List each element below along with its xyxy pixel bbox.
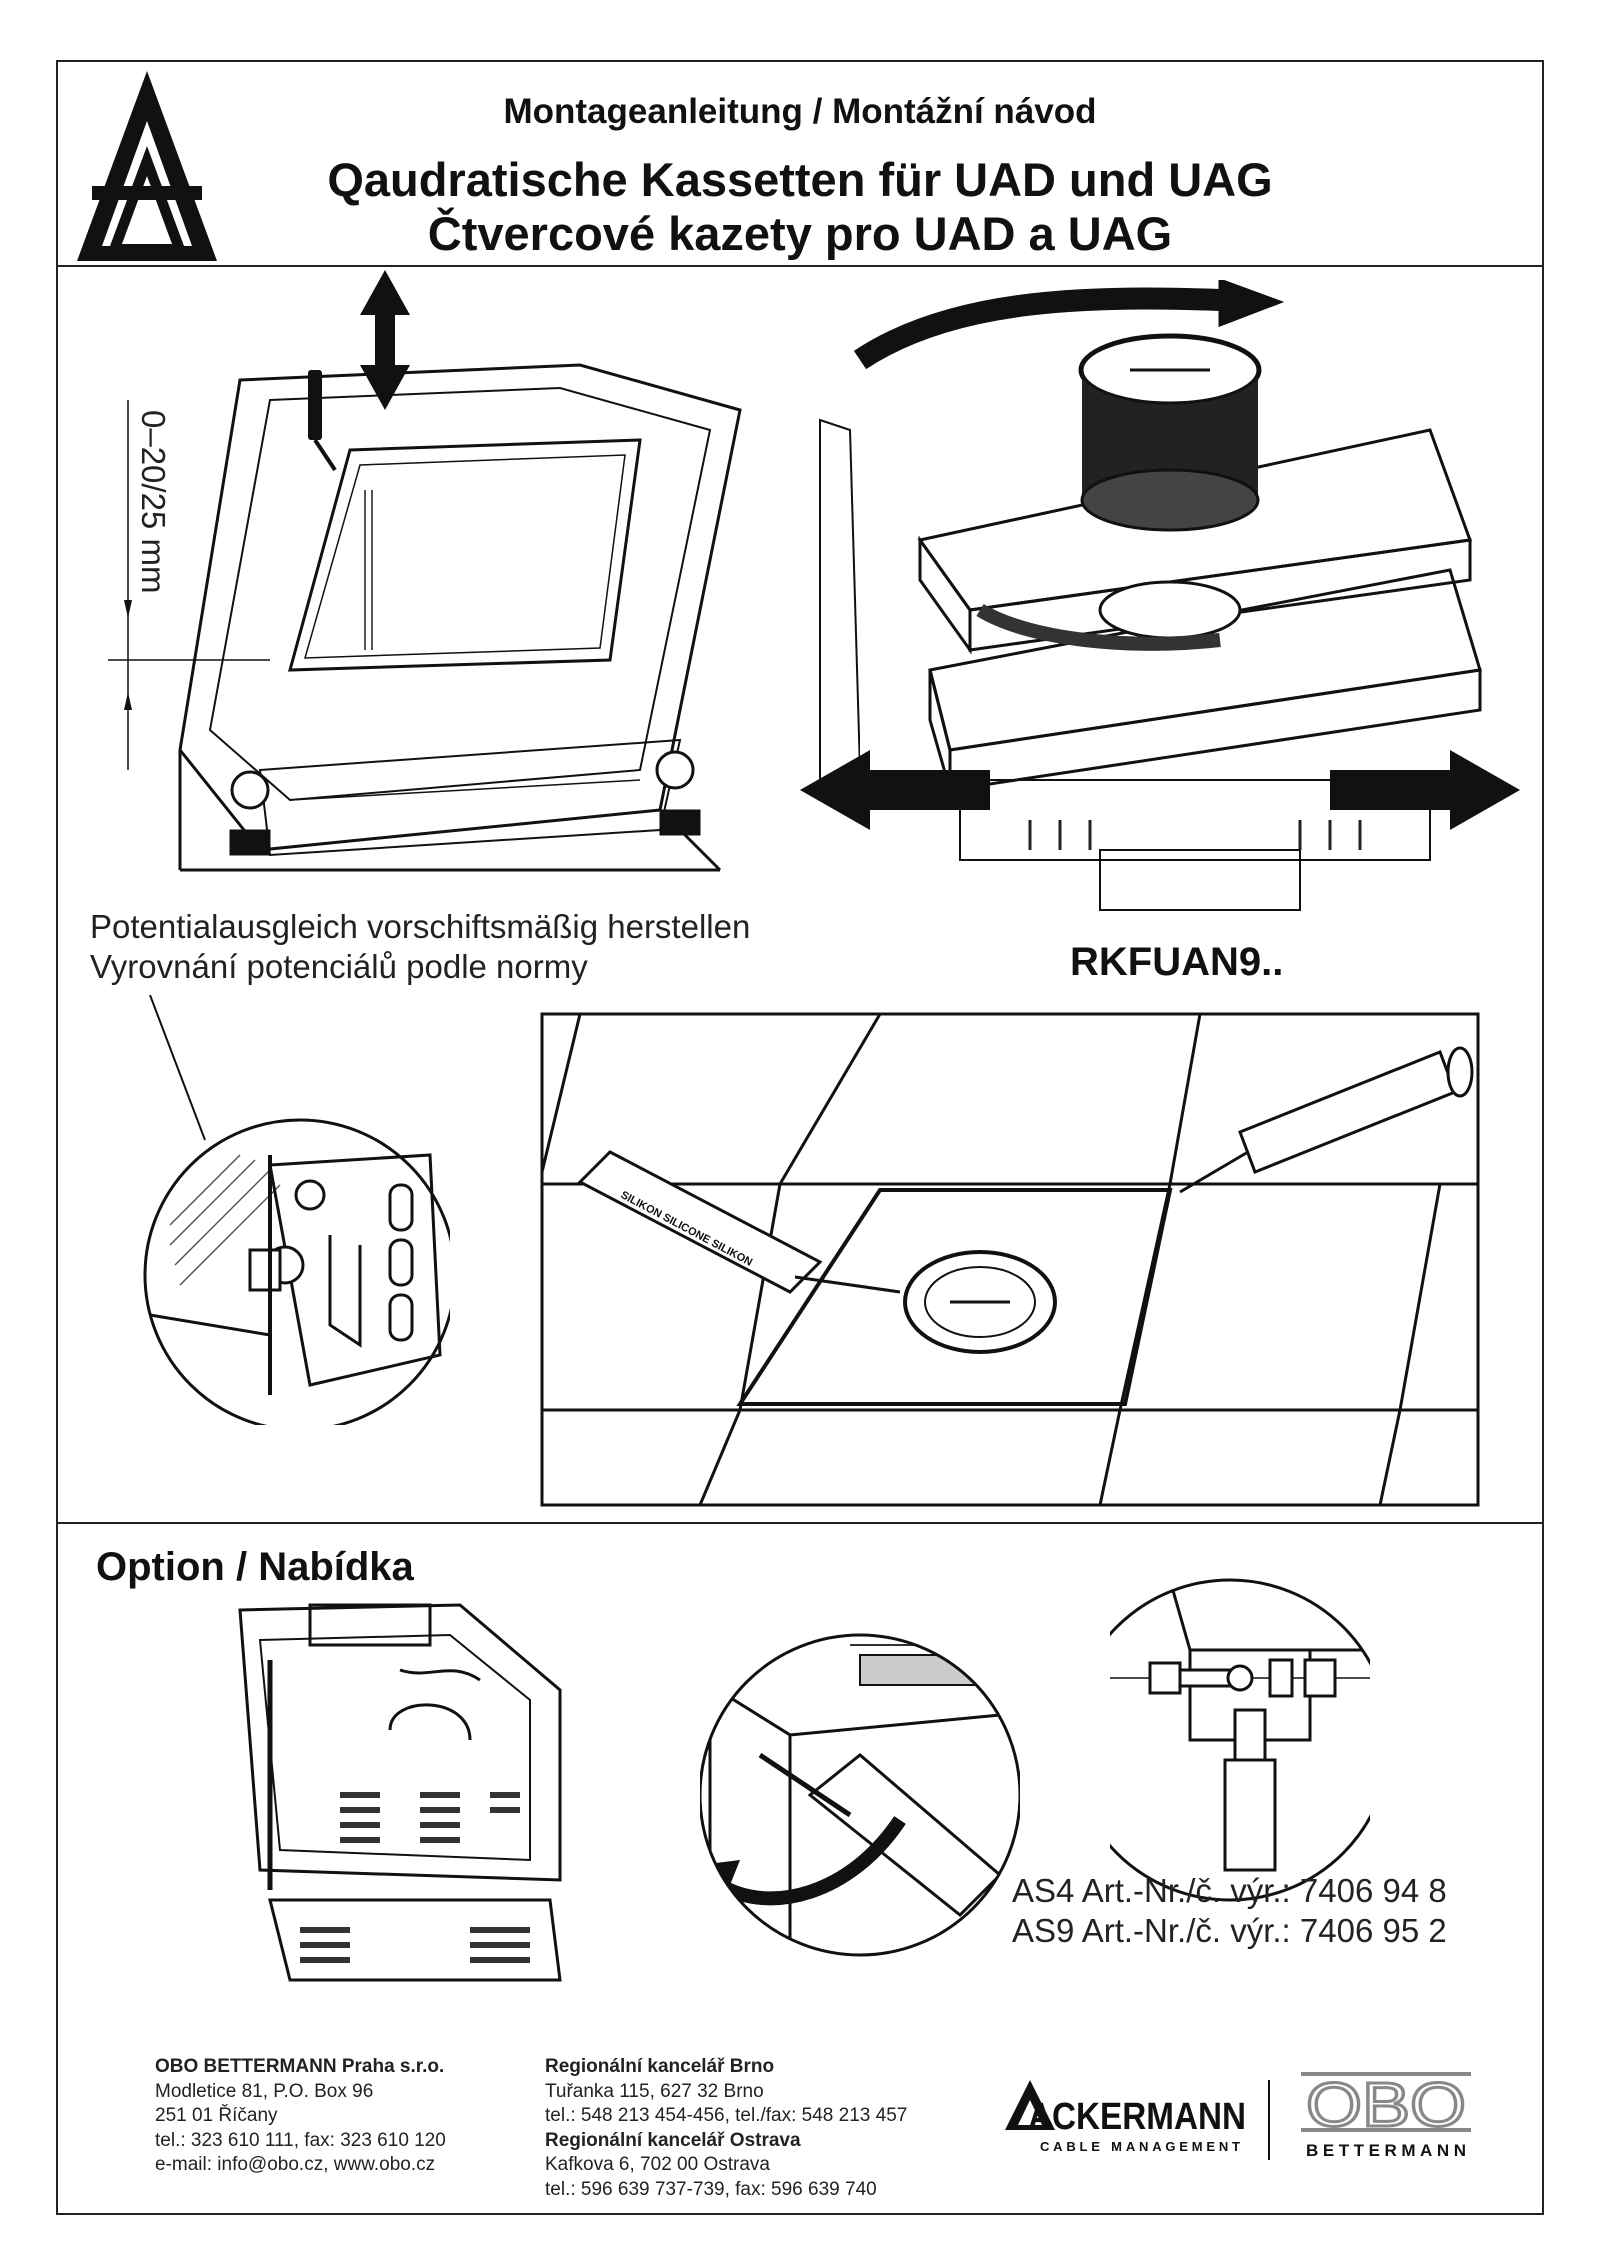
dimension-label: 0–20/25 mm xyxy=(135,410,172,593)
ostrava-address: Kafkova 6, 702 00 Ostrava xyxy=(545,2154,770,2175)
model-label: RKFUAN9.. xyxy=(1070,940,1284,984)
option-divider xyxy=(56,1522,1544,1524)
grounding-detail-illustration xyxy=(143,995,450,1425)
header-divider xyxy=(56,265,1544,267)
company-name: OBO BETTERMANN Praha s.r.o. xyxy=(155,2056,445,2077)
bolt-detail-illustration xyxy=(1110,1578,1370,1902)
obo-wordmark: OBO xyxy=(1306,2071,1466,2140)
title-czech: Čtvercové kazety pro UAD a UAG xyxy=(427,207,1173,260)
footer-regional-offices: Regionální kancelář Brno Tuřanka 115, 62… xyxy=(545,2055,907,2202)
ackermann-wordmark: ACKERMANN xyxy=(1028,2096,1246,2138)
ackermann-logo: ACKERMANN CABLE MANAGEMENT xyxy=(1005,2080,1246,2154)
company-email: e-mail: info@obo.cz, www.obo.cz xyxy=(155,2154,436,2175)
cassette-option-illustration xyxy=(238,1603,562,1982)
potential-text-czech: Vyrovnání potenciálů podle normy xyxy=(90,948,588,985)
ostrava-phone: tel.: 596 639 737-739, fax: 596 639 740 xyxy=(545,2178,877,2200)
brno-phone: tel.: 548 213 454-456, tel./fax: 548 213… xyxy=(545,2105,908,2126)
triangle-logo-icon xyxy=(77,71,217,261)
ostrava-office-name: Regionální kancelář Ostrava xyxy=(545,2129,801,2151)
screwdriver-detail-illustration xyxy=(700,1633,1020,1957)
obo-bettermann-logo: OBO BETTERMANN xyxy=(1301,2070,1471,2160)
bettermann-wordmark: BETTERMANN xyxy=(1306,2141,1466,2160)
footer-company: OBO BETTERMANN Praha s.r.o. Modletice 81… xyxy=(155,2055,446,2178)
logo-divider xyxy=(1268,2080,1270,2160)
title-german: Qaudratische Kassetten für UAD und UAG xyxy=(327,153,1273,206)
company-city: 251 01 Říčany xyxy=(155,2105,278,2126)
potential-text-german: Potentialausgleich vorschiftsmäßig herst… xyxy=(90,908,751,945)
company-phone: tel.: 323 610 111, fax: 323 610 120 xyxy=(155,2129,446,2151)
company-address: Modletice 81, P.O. Box 96 xyxy=(155,2080,374,2102)
as4-article-number: AS4 Art.-Nr./č. výr.: 7406 94 8 xyxy=(1012,1872,1447,1909)
page-frame xyxy=(56,60,1544,2215)
rkfuan9-exploded-illustration xyxy=(800,280,1520,911)
brno-address: Tuřanka 115, 627 32 Brno xyxy=(545,2080,764,2102)
document-subtitle: Montageanleitung / Montážní návod xyxy=(503,92,1097,131)
cassette-mounting-illustration: 0–20/25 mm xyxy=(108,270,860,872)
ackermann-tagline: CABLE MANAGEMENT xyxy=(1040,2139,1240,2154)
as9-article-number: AS9 Art.-Nr./č. výr.: 7406 95 2 xyxy=(1012,1912,1447,1949)
ceiling-silicone-illustration: SILIKON SILICONE SILIKON xyxy=(540,1012,1480,1507)
brno-office-name: Regionální kancelář Brno xyxy=(545,2056,775,2077)
option-title: Option / Nabídka xyxy=(96,1545,414,1589)
